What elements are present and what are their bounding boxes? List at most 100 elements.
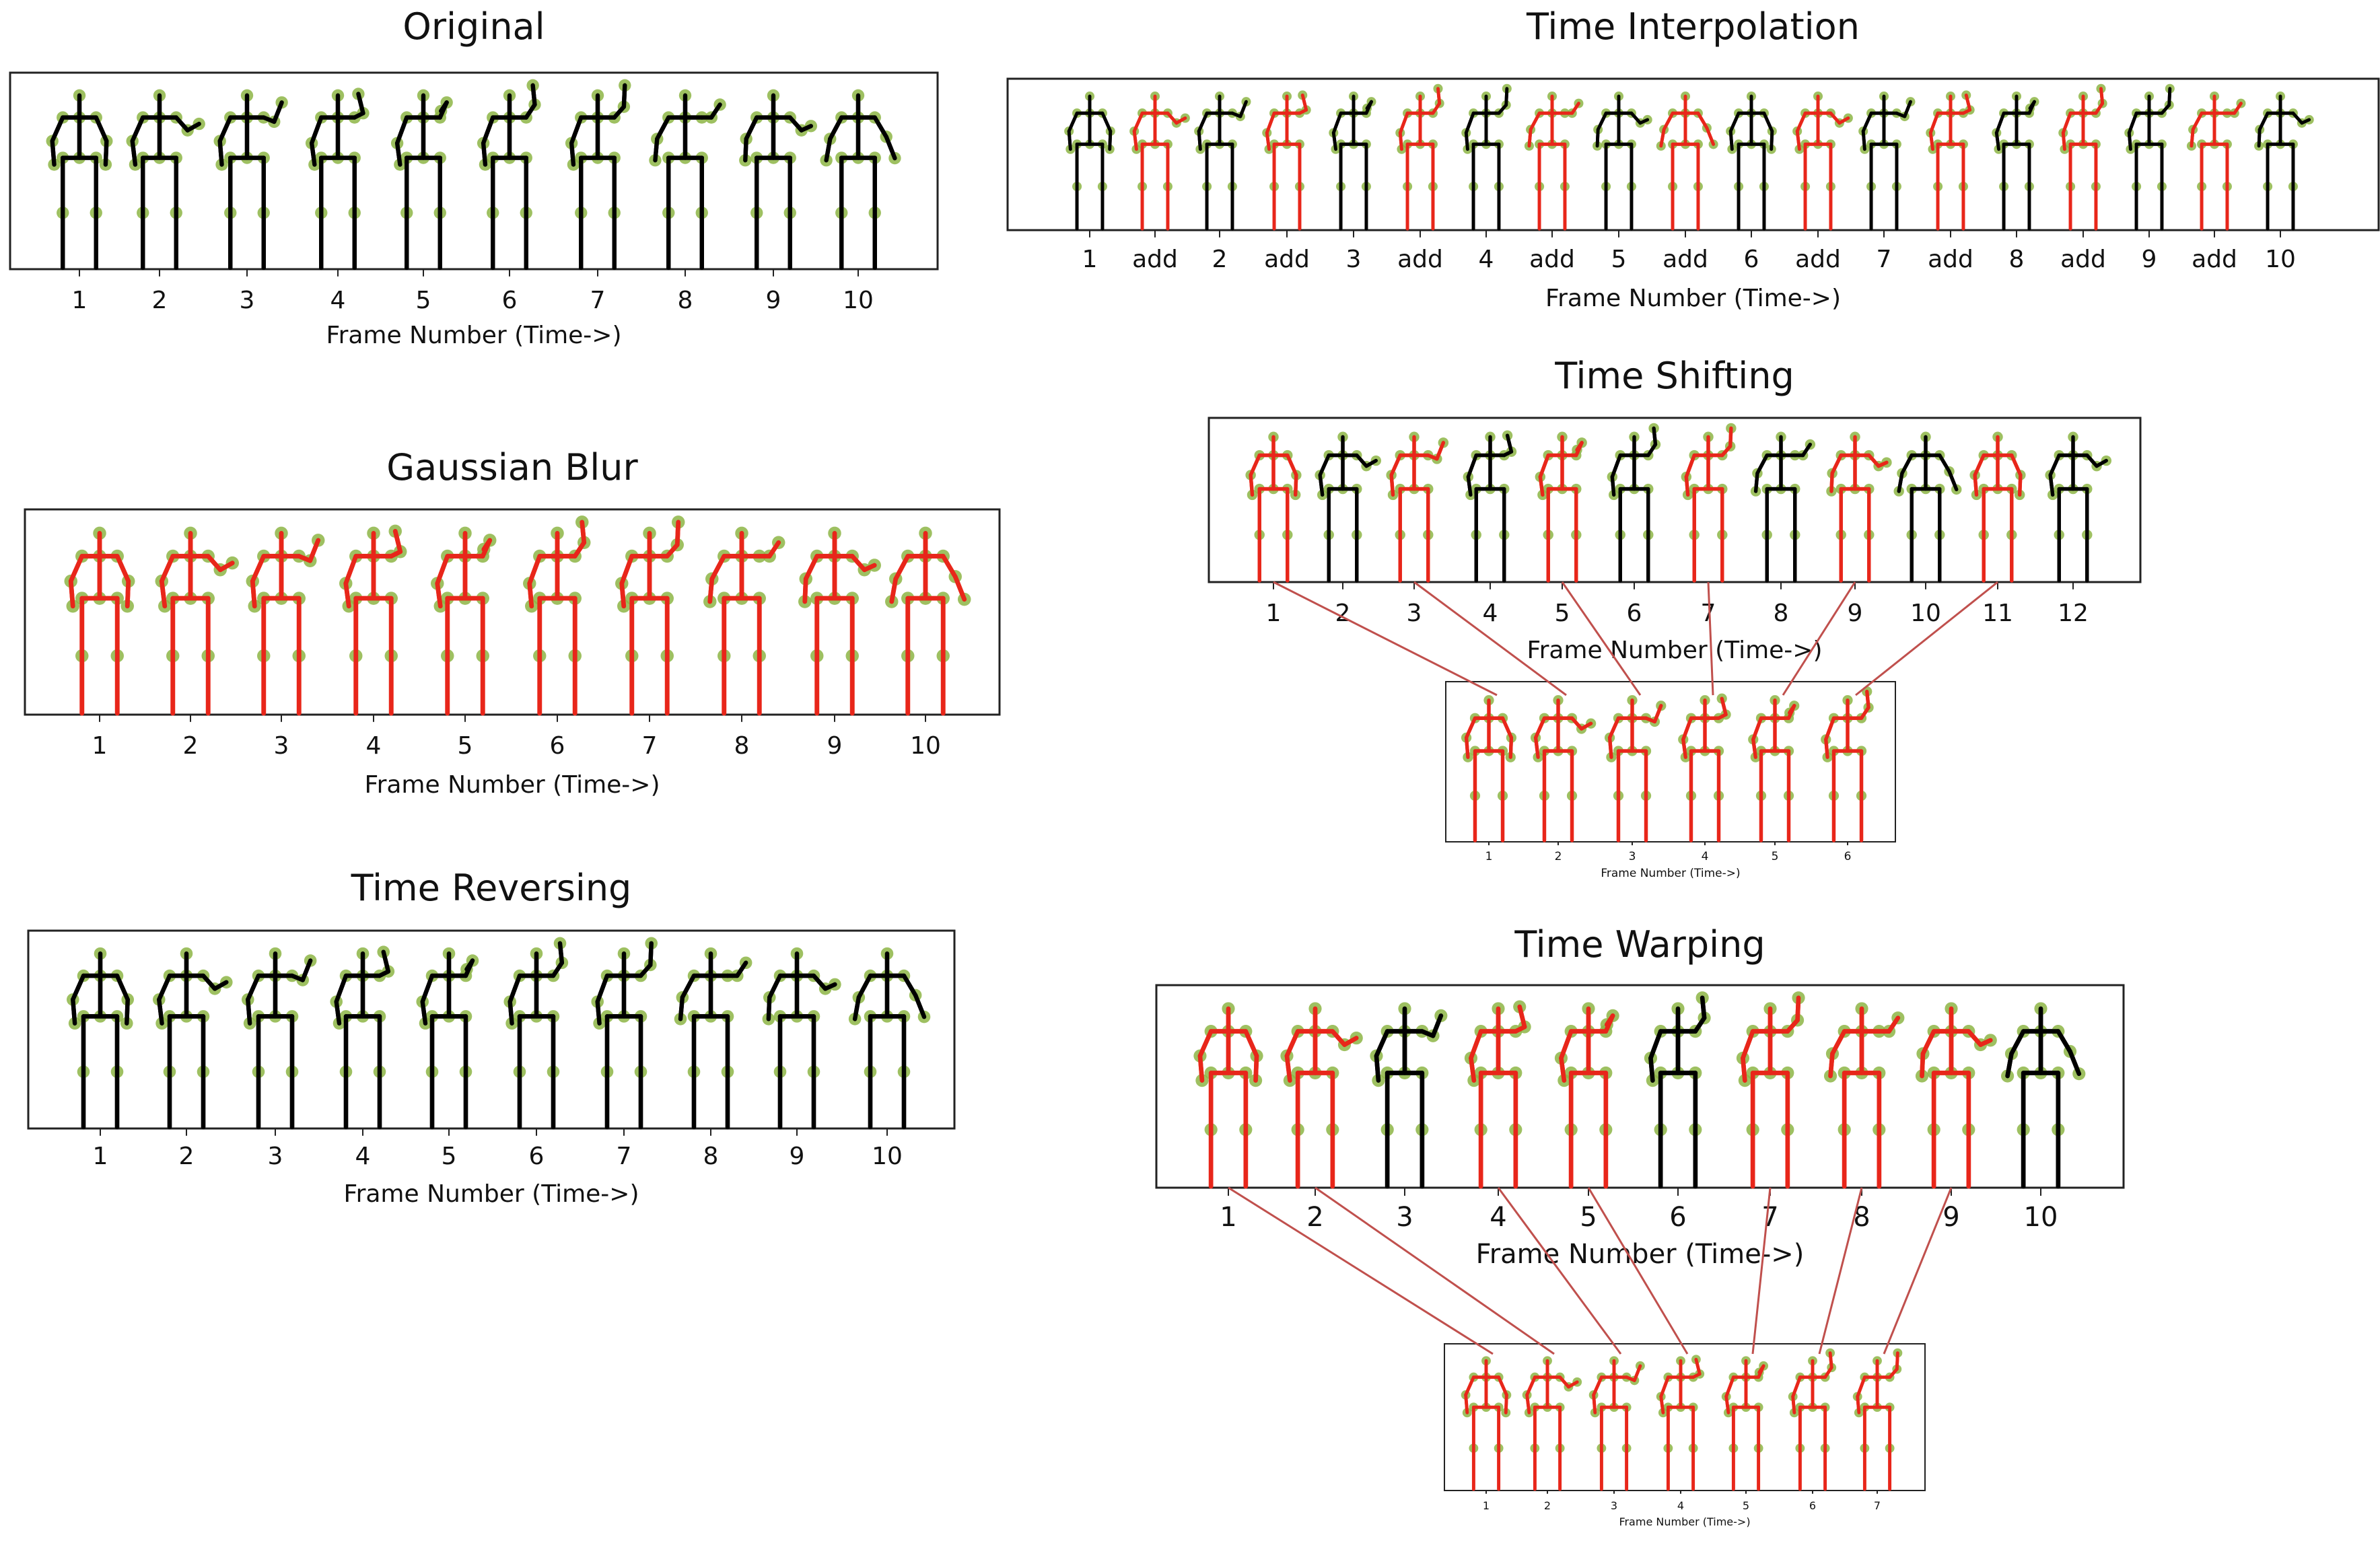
tick-label: 7 xyxy=(590,287,606,314)
tick-label: add xyxy=(1663,246,1708,273)
tick-label: 7 xyxy=(1761,1202,1778,1233)
tick-label: add xyxy=(1397,246,1443,273)
tick-label: 2 xyxy=(1544,1499,1551,1512)
skeleton-frame xyxy=(1969,431,2026,583)
skeleton-frame xyxy=(739,89,818,271)
skeleton-frame xyxy=(1245,431,1302,583)
warp-connector xyxy=(1315,1186,1555,1355)
skeleton-frame xyxy=(431,526,497,716)
panel-title: Time Shifting xyxy=(1554,355,1794,397)
plot-frame xyxy=(1444,1343,1926,1491)
plot-frame xyxy=(24,508,1001,716)
tick-label: 10 xyxy=(872,1143,903,1170)
skeleton-frame xyxy=(1064,92,1115,231)
skeleton-frame xyxy=(591,937,658,1130)
skeleton-frame xyxy=(416,947,479,1130)
axis-label: Frame Number (Time->) xyxy=(1476,1239,1805,1270)
tick-label: 8 xyxy=(1774,600,1789,627)
tick-label: 3 xyxy=(274,732,289,760)
skeleton-frame xyxy=(649,89,726,271)
warp-connector xyxy=(1228,1186,1494,1355)
tick-label: add xyxy=(1529,246,1575,273)
skeleton-frame xyxy=(523,515,591,716)
axis-label: Frame Number (Time->) xyxy=(1601,867,1740,880)
skeleton-frame xyxy=(1607,423,1661,583)
shift-connector xyxy=(1273,581,1498,696)
tick-label: 5 xyxy=(1772,850,1779,863)
panel-title: Original xyxy=(403,5,545,48)
shift-connector xyxy=(1707,581,1714,696)
shift-connector xyxy=(1855,581,1998,696)
tick-label: 7 xyxy=(1874,1499,1881,1512)
skeleton-frame xyxy=(762,947,841,1130)
skeleton-frame xyxy=(1522,1356,1582,1491)
skeleton-frame xyxy=(330,945,395,1130)
skeleton-frame xyxy=(674,947,753,1130)
skeleton-frame xyxy=(1823,1002,1905,1189)
tick-label: 4 xyxy=(355,1143,371,1170)
skeleton-frame xyxy=(2124,83,2175,231)
tick-label: 5 xyxy=(416,287,431,314)
tick-label: 9 xyxy=(766,287,781,314)
skeleton-frame xyxy=(1588,1356,1645,1491)
plot-frame xyxy=(1208,417,2142,583)
tick-label: 8 xyxy=(703,1143,719,1170)
tick-label: 1 xyxy=(1082,246,1098,273)
tick-label: 5 xyxy=(1743,1499,1749,1512)
tick-label: 4 xyxy=(330,287,346,314)
skeleton-frame xyxy=(213,89,288,271)
tick-label: 5 xyxy=(1611,246,1627,273)
tick-label: 6 xyxy=(1809,1499,1816,1512)
skeleton-frame xyxy=(1461,83,1512,231)
skeleton-frame xyxy=(246,526,325,716)
skeleton-frame xyxy=(390,89,453,271)
tick-label: 4 xyxy=(1490,1202,1506,1233)
tick-label: 2 xyxy=(152,287,168,314)
skeleton-frame xyxy=(1750,431,1816,583)
skeleton-frame xyxy=(1858,92,1916,231)
tick-label: 1 xyxy=(92,732,108,760)
tick-label: 7 xyxy=(617,1143,632,1170)
panel-title: Time Warping xyxy=(1514,923,1765,966)
axis-label: Frame Number (Time->) xyxy=(364,771,660,799)
skeleton-frame xyxy=(798,526,881,716)
skeleton-frame xyxy=(1821,686,1874,842)
axis-label: Frame Number (Time->) xyxy=(343,1180,639,1208)
plot-frame xyxy=(1155,984,2125,1189)
tick-label: 2 xyxy=(183,732,199,760)
skeleton-frame xyxy=(152,947,233,1130)
tick-label: 1 xyxy=(1483,1499,1490,1512)
tick-label: 4 xyxy=(366,732,382,760)
skeleton-frame xyxy=(848,947,931,1130)
tick-label: 1 xyxy=(93,1143,108,1170)
tick-label: 3 xyxy=(1611,1499,1617,1512)
tick-label: 9 xyxy=(827,732,843,760)
skeleton-frame xyxy=(1370,1002,1448,1189)
tick-label: 10 xyxy=(843,287,874,314)
tick-label: 5 xyxy=(1580,1202,1597,1233)
tick-label: 6 xyxy=(550,732,565,760)
skeleton-frame xyxy=(1926,90,1975,231)
skeleton-frame xyxy=(305,87,370,271)
skeleton-frame xyxy=(155,526,239,716)
tick-label: 9 xyxy=(790,1143,805,1170)
skeleton-frame xyxy=(1315,431,1382,583)
skeleton-frame xyxy=(1726,92,1777,231)
shift-connector xyxy=(1782,581,1856,696)
axis-label: Frame Number (Time->) xyxy=(326,322,621,349)
tick-label: 10 xyxy=(910,732,941,760)
tick-label: 7 xyxy=(1877,246,1892,273)
skeleton-frame xyxy=(2000,1002,2086,1189)
shift-connector xyxy=(1561,581,1642,696)
warp-connector xyxy=(1497,1187,1622,1355)
skeleton-frame xyxy=(1524,92,1584,231)
skeleton-frame xyxy=(126,89,205,271)
skeleton-frame xyxy=(2254,92,2314,231)
